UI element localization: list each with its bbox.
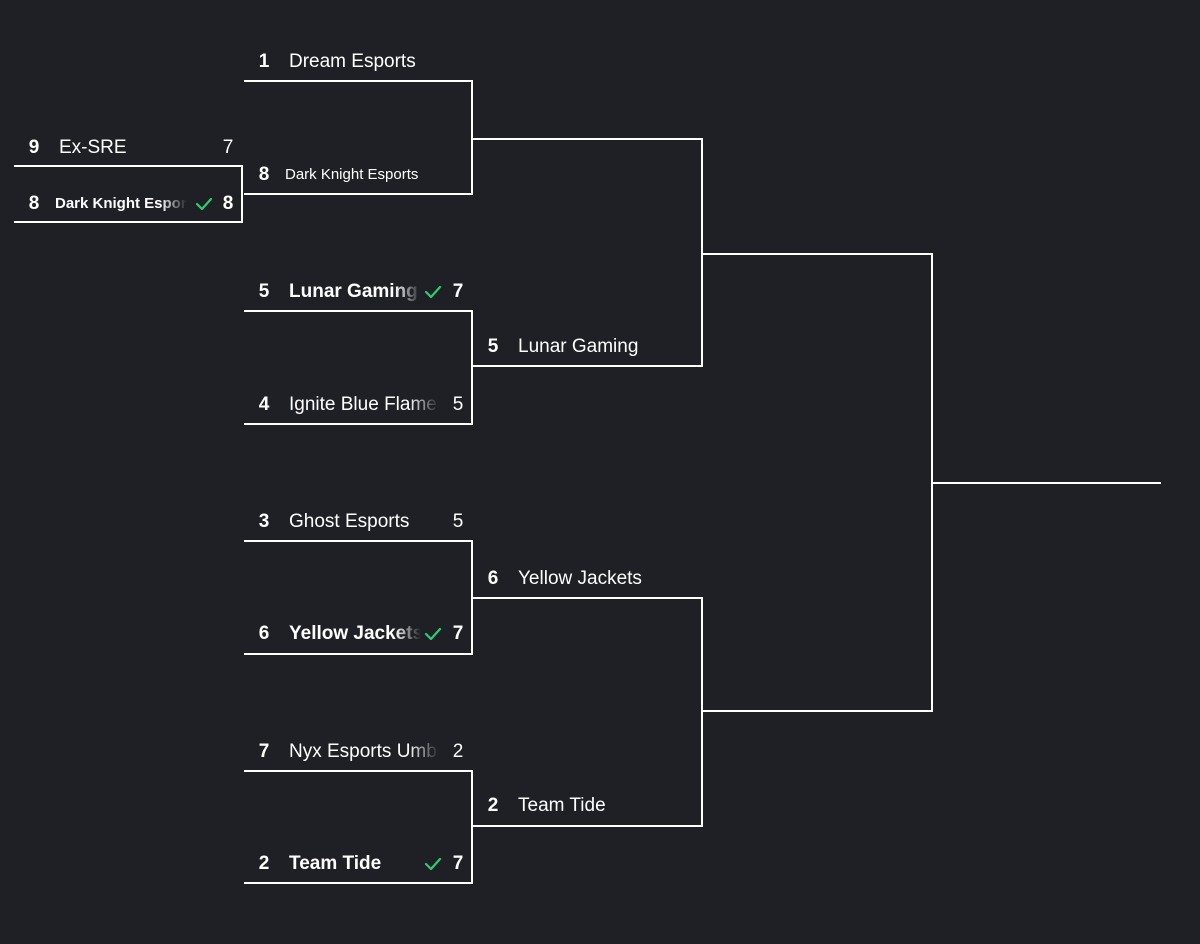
- connector-line: [244, 653, 473, 655]
- team-score: 5: [452, 394, 464, 415]
- connector-line: [473, 825, 703, 827]
- team-seed: 2: [487, 795, 499, 816]
- team-seed: 5: [487, 336, 499, 357]
- qf3-top-slot[interactable]: 3 Ghost Esports 5: [249, 510, 473, 534]
- connector-line: [14, 165, 243, 167]
- team-name: Lunar Gaming: [289, 281, 418, 302]
- sf2-bottom-slot[interactable]: 2 Team Tide: [478, 794, 702, 818]
- connector-line: [473, 597, 703, 599]
- team-score: 2: [452, 741, 464, 762]
- qf1-top-slot[interactable]: 1 Dream Esports: [249, 50, 473, 74]
- qf2-top-slot[interactable]: 5 Lunar Gaming 7: [249, 280, 473, 304]
- connector-line: [244, 423, 473, 425]
- team-seed: 1: [258, 51, 270, 72]
- team-score: 5: [452, 511, 464, 532]
- connector-line: [14, 221, 243, 223]
- team-name: Dream Esports: [289, 51, 416, 72]
- team-name: Team Tide: [289, 853, 382, 874]
- connector-line: [244, 310, 473, 312]
- team-name: Lunar Gaming: [518, 336, 639, 357]
- connector-line: [471, 310, 473, 425]
- connector-line: [703, 253, 933, 255]
- connector-line: [931, 253, 933, 712]
- team-seed: 7: [258, 741, 270, 762]
- team-name: Dark Knight Esports: [285, 166, 419, 183]
- team-seed: 6: [258, 623, 270, 644]
- team-name: Nyx Esports Umbra: [289, 741, 439, 762]
- connector-line: [471, 540, 473, 655]
- connector-line: [244, 882, 473, 884]
- team-seed: 2: [258, 853, 270, 874]
- connector-line: [473, 365, 703, 367]
- connector-line: [244, 540, 473, 542]
- winner-check-icon: [424, 852, 442, 876]
- team-seed: 4: [258, 394, 270, 415]
- team-score: 7: [222, 137, 234, 158]
- team-seed: 8: [28, 193, 40, 214]
- team-score: 7: [452, 623, 464, 644]
- qf4-top-slot[interactable]: 7 Nyx Esports Umbra 2: [249, 740, 473, 764]
- winner-check-icon: [424, 280, 442, 304]
- connector-line: [701, 597, 703, 827]
- team-name: Dark Knight Esports: [55, 195, 187, 212]
- team-seed: 3: [258, 511, 270, 532]
- qf2-bottom-slot[interactable]: 4 Ignite Blue Flame 5: [249, 393, 473, 417]
- connector-line: [244, 80, 473, 82]
- team-score: 7: [452, 281, 464, 302]
- winner-check-icon: [424, 622, 442, 646]
- team-name: Yellow Jackets: [518, 568, 642, 589]
- connector-line: [241, 165, 243, 223]
- connector-line: [701, 138, 703, 367]
- qf3-bottom-slot[interactable]: 6 Yellow Jackets 7: [249, 622, 473, 646]
- team-name: Ignite Blue Flame: [289, 394, 437, 415]
- play-in-bottom-slot[interactable]: 8 Dark Knight Esports 8: [19, 192, 243, 216]
- play-in-top-slot[interactable]: 9 Ex-SRE 7: [19, 136, 243, 160]
- sf1-bottom-slot[interactable]: 5 Lunar Gaming: [478, 335, 702, 359]
- connector-line: [473, 138, 703, 140]
- connector-line: [703, 710, 933, 712]
- connector-line: [244, 193, 473, 195]
- sf2-top-slot[interactable]: 6 Yellow Jackets: [478, 567, 702, 591]
- team-seed: 9: [28, 137, 40, 158]
- connector-line: [471, 80, 473, 195]
- team-seed: 8: [258, 164, 270, 185]
- connector-line: [244, 770, 473, 772]
- team-score: 8: [222, 193, 234, 214]
- team-seed: 6: [487, 568, 499, 589]
- champion-line: [933, 482, 1161, 484]
- team-name: Ghost Esports: [289, 511, 410, 532]
- team-score: 7: [452, 853, 464, 874]
- team-name: Team Tide: [518, 795, 606, 816]
- connector-line: [471, 770, 473, 884]
- team-seed: 5: [258, 281, 270, 302]
- qf1-bottom-slot[interactable]: 8 Dark Knight Esports: [249, 163, 473, 187]
- team-name: Yellow Jackets: [289, 623, 421, 644]
- team-name: Ex-SRE: [59, 137, 127, 158]
- qf4-bottom-slot[interactable]: 2 Team Tide 7: [249, 852, 473, 876]
- winner-check-icon: [195, 192, 213, 216]
